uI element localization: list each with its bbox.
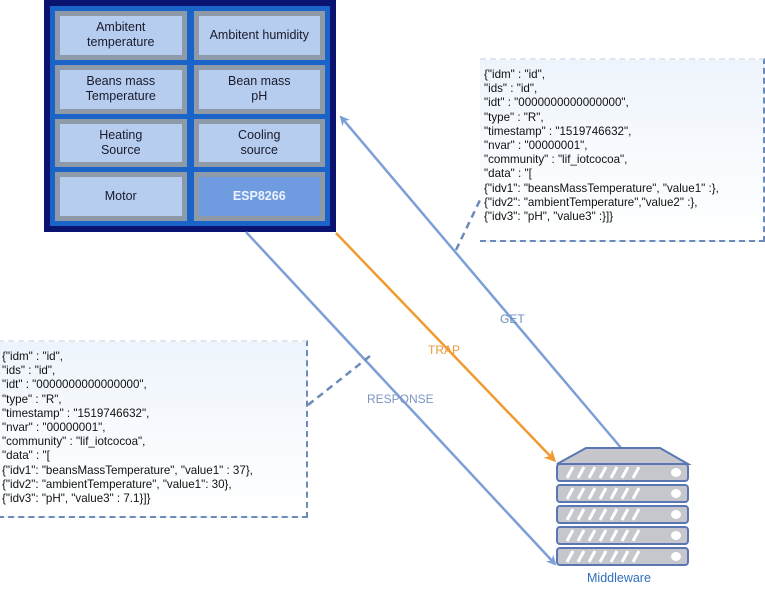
iot-device: Ambitent temperature Ambitent humidity B…: [44, 0, 336, 232]
device-module-grid: Ambitent temperature Ambitent humidity B…: [50, 6, 330, 226]
server-led-dots: [671, 468, 681, 561]
get-payload-note: {"idm" : "id", "ids" : "id", "idt" : "00…: [480, 58, 765, 242]
response-arrow: [245, 231, 557, 566]
response-note-connector: [307, 355, 371, 406]
trap-arrow: [335, 232, 557, 463]
get-arrow-label: GET: [500, 312, 525, 326]
middleware-label: Middleware: [587, 571, 651, 585]
module-ambient-humidity: Ambitent humidity: [193, 11, 325, 60]
module-bean-mass-ph: Bean mass pH: [193, 64, 325, 114]
module-heating-source: Heating Source: [55, 118, 187, 168]
trap-arrow-label: TRAP: [428, 343, 461, 357]
module-cooling-source: Cooling source: [193, 118, 325, 168]
response-arrow-label: RESPONSE: [367, 392, 434, 406]
get-arrow: [339, 115, 623, 450]
server-unit: [556, 463, 689, 566]
response-payload-note: {"idm" : "id", "ids" : "id", "idt" : "00…: [0, 340, 308, 518]
server-rack-icon: [556, 447, 692, 566]
module-ambient-temperature: Ambitent temperature: [55, 11, 187, 60]
server-vent-stripes: [565, 466, 641, 563]
module-esp8266: ESP8266: [193, 172, 325, 221]
module-motor: Motor: [55, 172, 187, 221]
get-note-connector: [454, 199, 482, 251]
module-beans-mass-temperature: Beans mass Temperature: [55, 64, 187, 114]
